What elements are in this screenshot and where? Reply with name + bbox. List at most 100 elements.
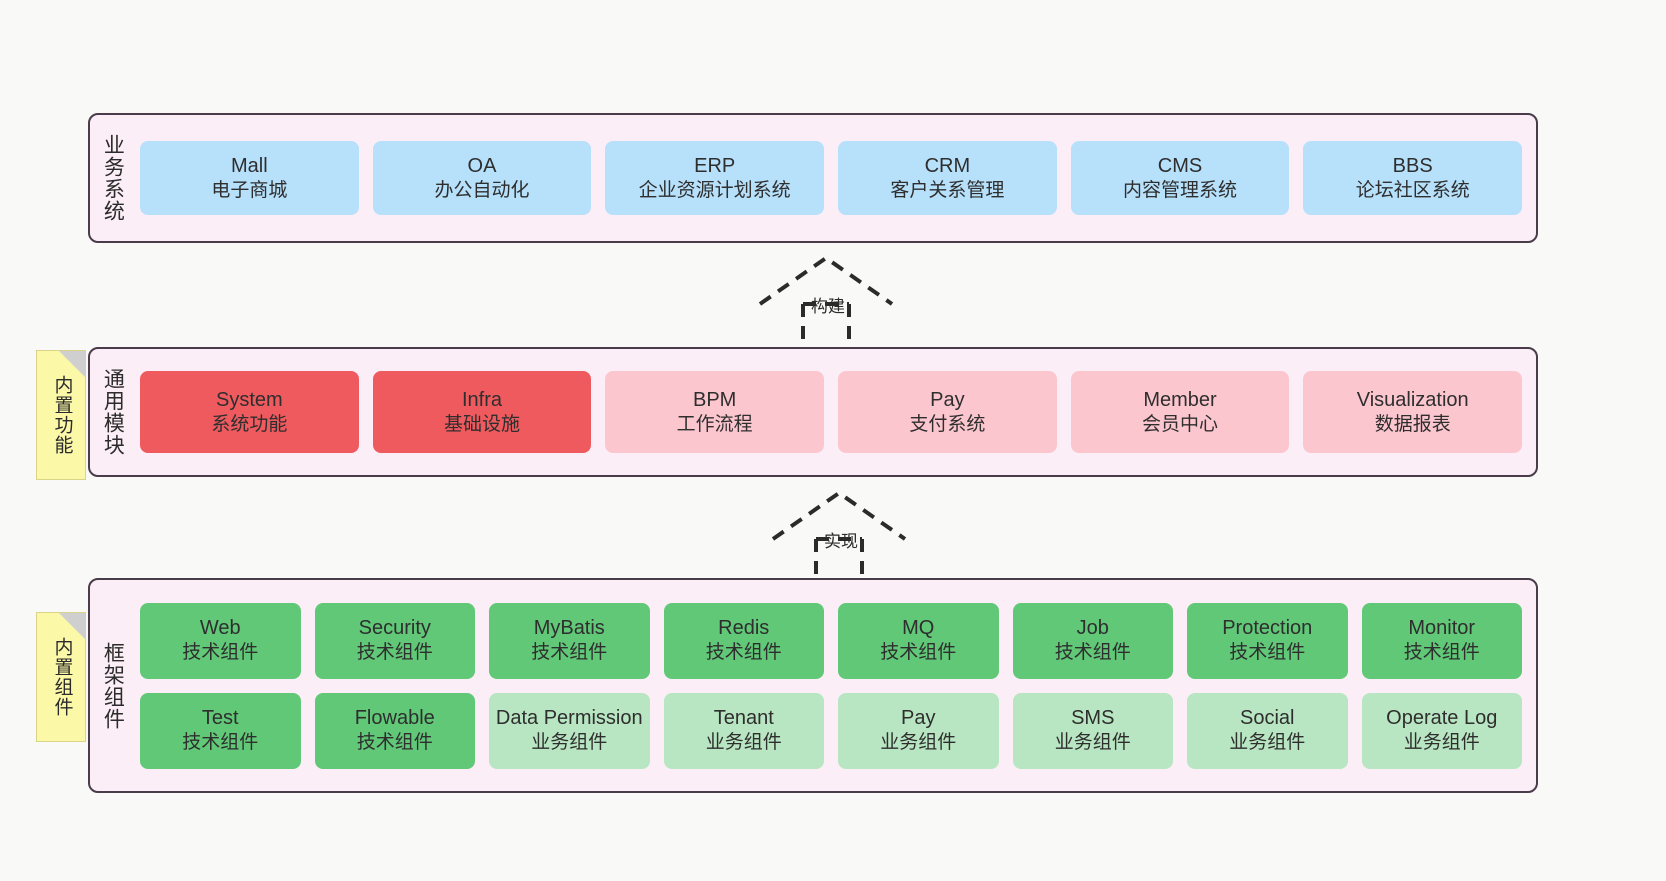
card-pay-component[interactable]: Pay 业务组件: [838, 692, 999, 769]
card-system[interactable]: System 系统功能: [140, 371, 359, 453]
card-sms[interactable]: SMS 业务组件: [1012, 692, 1173, 769]
card-job-subtitle: 技术组件: [1054, 642, 1131, 664]
card-mq[interactable]: MQ 技术组件: [838, 602, 999, 679]
card-pay-component-subtitle: 业务组件: [880, 732, 957, 754]
card-protection-subtitle: 技术组件: [1229, 642, 1306, 664]
business-systems-card-list: Mall 电子商城 OA 办公自动化 ERP 企业资源计划系统 CRM 客户关系…: [134, 115, 1536, 241]
card-member[interactable]: Member 会员中心: [1070, 371, 1290, 453]
card-social-title: Social: [1240, 707, 1295, 730]
card-social-subtitle: 业务组件: [1229, 732, 1306, 754]
card-bbs-title: BBS: [1392, 154, 1433, 177]
card-cms-subtitle: 内容管理系统: [1123, 179, 1238, 201]
card-mall[interactable]: Mall 电子商城: [140, 141, 359, 215]
card-infra-subtitle: 基础设施: [444, 413, 521, 435]
layer-framework-components: 框架组件 Web 技术组件 Security 技术组件 MyBatis 技术组件…: [88, 578, 1538, 793]
card-social[interactable]: Social 业务组件: [1187, 692, 1348, 769]
card-oa[interactable]: OA 办公自动化: [372, 141, 592, 215]
card-operate-log-subtitle: 业务组件: [1403, 732, 1480, 754]
card-erp[interactable]: ERP 企业资源计划系统: [605, 141, 825, 215]
card-infra-title: Infra: [461, 388, 503, 411]
card-bbs-subtitle: 论坛社区系统: [1355, 179, 1470, 201]
note-fold-corner-icon: [59, 613, 85, 639]
card-monitor-subtitle: 技术组件: [1403, 642, 1480, 664]
card-monitor-title: Monitor: [1408, 617, 1476, 640]
build-arrow-shaft: [801, 302, 851, 350]
card-mq-subtitle: 技术组件: [880, 642, 957, 664]
card-system-subtitle: 系统功能: [211, 413, 288, 435]
build-arrow-head: [758, 255, 894, 306]
card-web-subtitle: 技术组件: [182, 642, 259, 664]
card-oa-subtitle: 办公自动化: [434, 179, 530, 201]
card-erp-title: ERP: [694, 154, 736, 177]
card-visualization-subtitle: 数据报表: [1374, 413, 1451, 435]
card-tenant[interactable]: Tenant 业务组件: [663, 692, 824, 769]
card-test[interactable]: Test 技术组件: [140, 692, 301, 769]
card-flowable[interactable]: Flowable 技术组件: [314, 692, 475, 769]
card-visualization-title: Visualization: [1356, 388, 1469, 411]
sticky-note-builtin-components-label: 内置组件: [51, 637, 73, 717]
card-mq-title: MQ: [902, 617, 935, 640]
card-mybatis-title: MyBatis: [533, 617, 605, 640]
card-tenant-title: Tenant: [713, 707, 774, 730]
implement-arrow-shaft: [814, 537, 864, 585]
card-web-title: Web: [199, 617, 241, 640]
card-oa-title: OA: [467, 154, 497, 177]
card-mybatis-subtitle: 技术组件: [531, 642, 608, 664]
implement-arrow-head: [771, 490, 907, 541]
card-visualization[interactable]: Visualization 数据报表: [1303, 371, 1523, 453]
card-member-subtitle: 会员中心: [1142, 413, 1219, 435]
framework-row-business: Test 技术组件 Flowable 技术组件 Data Permission …: [140, 692, 1522, 769]
layer-title-framework-components: 框架组件: [101, 641, 125, 730]
connector-implement-arrow: [771, 490, 907, 585]
connector-implement-label: 实现: [824, 532, 858, 551]
card-operate-log[interactable]: Operate Log 业务组件: [1361, 692, 1522, 769]
card-erp-subtitle: 企业资源计划系统: [638, 179, 791, 201]
card-protection[interactable]: Protection 技术组件: [1187, 602, 1348, 679]
connector-build-label: 构建: [811, 297, 845, 316]
card-infra[interactable]: Infra 基础设施: [372, 371, 592, 453]
card-redis-title: Redis: [718, 617, 770, 640]
connector-build-arrow: [758, 255, 894, 350]
card-security-title: Security: [358, 617, 431, 640]
card-monitor[interactable]: Monitor 技术组件: [1361, 602, 1522, 679]
framework-row-technical: Web 技术组件 Security 技术组件 MyBatis 技术组件 Redi…: [140, 602, 1522, 679]
card-operate-log-title: Operate Log: [1386, 707, 1498, 730]
card-pay-module-subtitle: 支付系统: [909, 413, 986, 435]
card-system-title: System: [215, 388, 283, 411]
card-job[interactable]: Job 技术组件: [1012, 602, 1173, 679]
sticky-note-builtin-components: 内置组件: [36, 612, 86, 742]
common-modules-card-list: System 系统功能 Infra 基础设施 BPM 工作流程 Pay 支付系统…: [134, 349, 1536, 475]
card-pay-module[interactable]: Pay 支付系统: [838, 371, 1057, 453]
card-member-title: Member: [1143, 388, 1217, 411]
card-bbs[interactable]: BBS 论坛社区系统: [1303, 141, 1523, 215]
card-mall-subtitle: 电子商城: [211, 179, 288, 201]
card-protection-title: Protection: [1222, 617, 1313, 640]
framework-components-card-list: Web 技术组件 Security 技术组件 MyBatis 技术组件 Redi…: [134, 580, 1536, 791]
card-sms-subtitle: 业务组件: [1054, 732, 1131, 754]
card-bpm-subtitle: 工作流程: [676, 413, 753, 435]
card-cms-title: CMS: [1157, 154, 1203, 177]
layer-title-business-systems: 业务系统: [101, 134, 125, 222]
card-flowable-subtitle: 技术组件: [356, 732, 433, 754]
card-cms[interactable]: CMS 内容管理系统: [1070, 141, 1290, 215]
card-job-title: Job: [1076, 617, 1109, 640]
card-flowable-title: Flowable: [354, 707, 435, 730]
card-crm-title: CRM: [924, 154, 971, 177]
card-data-permission-title: Data Permission: [495, 707, 643, 730]
card-redis[interactable]: Redis 技术组件: [663, 602, 824, 679]
card-security[interactable]: Security 技术组件: [314, 602, 475, 679]
card-crm[interactable]: CRM 客户关系管理: [838, 141, 1057, 215]
card-data-permission-subtitle: 业务组件: [531, 732, 608, 754]
card-crm-subtitle: 客户关系管理: [890, 179, 1005, 201]
card-web[interactable]: Web 技术组件: [140, 602, 301, 679]
card-mall-title: Mall: [231, 154, 268, 177]
card-pay-component-title: Pay: [901, 707, 936, 730]
card-pay-module-title: Pay: [930, 388, 965, 411]
card-test-subtitle: 技术组件: [182, 732, 259, 754]
card-redis-subtitle: 技术组件: [705, 642, 782, 664]
card-bpm[interactable]: BPM 工作流程: [605, 371, 825, 453]
card-data-permission[interactable]: Data Permission 业务组件: [489, 692, 650, 769]
card-mybatis[interactable]: MyBatis 技术组件: [489, 602, 650, 679]
note-fold-corner-icon: [59, 351, 85, 377]
